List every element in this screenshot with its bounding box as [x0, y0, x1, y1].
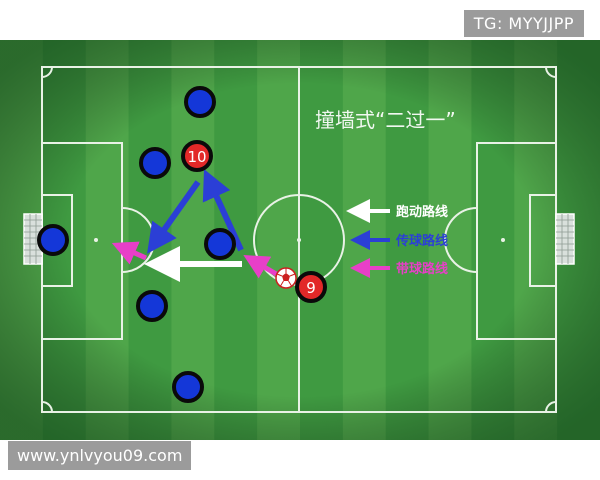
legend-item-pass: 传球路线: [350, 230, 448, 250]
corner-arc-br: [545, 401, 557, 413]
legend: 跑动路线 传球路线 带球路线: [346, 199, 448, 278]
soccer-ball-icon: [275, 267, 297, 289]
attacker-9-number: 9: [306, 279, 316, 297]
legend-run-label: 跑动路线: [396, 204, 448, 220]
corner-arc-bl: [41, 401, 53, 413]
pass-path-arrow-2: [147, 180, 201, 254]
watermark-top: TG: MYYJJPP: [463, 10, 584, 37]
legend-item-run: 跑动路线: [346, 199, 448, 223]
pass-path-arrow-1: [202, 169, 244, 252]
corner-arc-tl: [41, 66, 53, 78]
legend-item-dribble: 带球路线: [350, 258, 448, 278]
corner-arc-tr: [545, 66, 557, 78]
defender-top: [184, 86, 216, 118]
attacker-10-number: 10: [187, 148, 206, 166]
right-penalty-spot: [501, 238, 505, 242]
watermark-bottom: www.ynlvyou09.com: [8, 441, 192, 470]
attacker-9-marker: [295, 271, 327, 303]
attacker-10-marker: [181, 140, 213, 172]
defender-bottom: [172, 371, 204, 403]
diagram-title: 撞墙式“二过一”: [315, 108, 456, 132]
attacker-number-9: 9: [295, 271, 327, 303]
center-spot: [297, 238, 301, 242]
dribble-path-arrow-2: [111, 241, 148, 265]
dribble-path-arrow-1: [243, 255, 280, 279]
defender-left-mid: [139, 147, 171, 179]
right-goal-net: [555, 213, 575, 265]
movement-arrows: [111, 169, 280, 282]
defender-center: [204, 228, 236, 260]
left-goal-net: [23, 213, 43, 265]
defender-lower: [136, 290, 168, 322]
legend-dribble-label: 带球路线: [396, 261, 448, 277]
attacker-number-10: 10: [181, 140, 213, 172]
defenders: [37, 86, 236, 403]
defender-goalkeeper: [37, 224, 69, 256]
legend-pass-label: 传球路线: [395, 233, 448, 249]
left-penalty-spot: [94, 238, 98, 242]
right-penalty-arc: [444, 207, 478, 273]
